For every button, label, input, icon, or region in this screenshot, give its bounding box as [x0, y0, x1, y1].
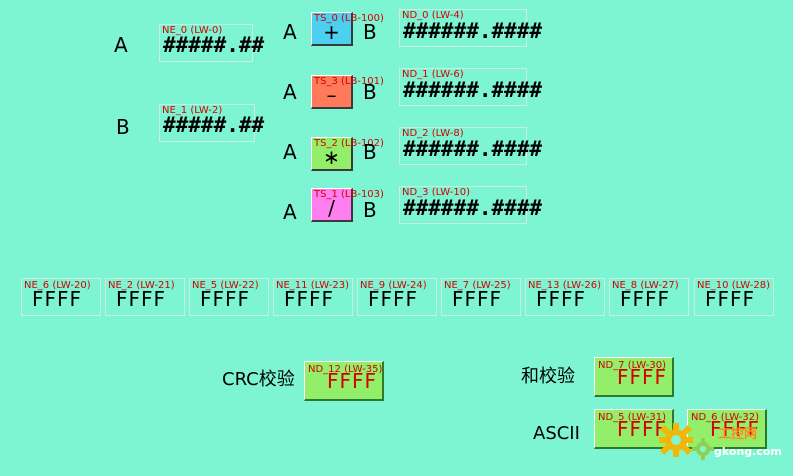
hex-input-5-value: FFFF: [452, 287, 503, 311]
hex-input-6-tag: NE_13 (LW-26): [528, 280, 601, 291]
hex-input-5[interactable]: NE_7 (LW-25) FFFF: [441, 278, 521, 316]
divide-toggle-tag: TS_1 (LB-103): [314, 189, 384, 200]
hex-input-1[interactable]: NE_2 (LW-21) FFFF: [105, 278, 185, 316]
subtract-result-value: ######.####: [403, 78, 543, 102]
hex-input-7[interactable]: NE_8 (LW-27) FFFF: [609, 278, 689, 316]
add-toggle-tag: TS_0 (LB-100): [314, 13, 384, 24]
gear-icon: [659, 423, 693, 457]
gear-small-icon: [691, 437, 715, 461]
op-sub-b-label: B: [363, 80, 377, 104]
ascii-display-2-value: FFFF: [710, 417, 761, 441]
input-a-label: A: [114, 33, 128, 57]
multiply-toggle-button[interactable]: TS_2 (LB-102) ∗: [311, 137, 384, 171]
input-a-value: #####.##: [163, 33, 265, 57]
ascii-label: ASCII: [533, 423, 580, 444]
hex-input-3-tag: NE_11 (LW-23): [276, 280, 349, 291]
op-add-b-label: B: [363, 20, 377, 44]
input-b-value: #####.##: [163, 113, 265, 137]
hex-input-1-tag: NE_2 (LW-21): [108, 280, 175, 291]
hex-input-1-value: FFFF: [116, 287, 167, 311]
ascii-display-2-tag: ND_6 (LW-32): [691, 412, 759, 423]
hex-input-8-tag: NE_10 (LW-28): [697, 280, 770, 291]
crc-check-label: CRC校验: [222, 369, 295, 390]
hex-input-7-value: FFFF: [620, 287, 671, 311]
multiply-symbol: ∗: [323, 145, 340, 169]
sum-check-tag: ND_7 (LW-30): [598, 360, 666, 371]
hex-input-8[interactable]: NE_10 (LW-28) FFFF: [694, 278, 774, 316]
hex-input-4[interactable]: NE_9 (LW-24) FFFF: [357, 278, 437, 316]
hex-input-0-tag: NE_6 (LW-20): [24, 280, 91, 291]
multiply-toggle-tag: TS_2 (LB-102): [314, 138, 384, 149]
add-symbol: +: [323, 20, 340, 44]
multiply-result-tag: ND_2 (LW-8): [402, 128, 464, 139]
add-result-display: ND_0 (LW-4) ######.####: [399, 9, 542, 47]
crc-check-value: FFFF: [327, 369, 378, 393]
input-b-tag: NE_1 (LW-2): [162, 105, 223, 116]
subtract-toggle-tag: TS_3 (LB-101): [314, 76, 384, 87]
input-a-field[interactable]: NE_0 (LW-0) #####.##: [159, 24, 264, 62]
hex-input-2[interactable]: NE_5 (LW-22) FFFF: [189, 278, 269, 316]
hex-input-4-tag: NE_9 (LW-24): [360, 280, 427, 291]
divide-symbol: /: [328, 196, 335, 220]
op-mul-b-label: B: [363, 140, 377, 164]
add-toggle-button[interactable]: TS_0 (LB-100) +: [311, 12, 384, 46]
hex-input-5-tag: NE_7 (LW-25): [444, 280, 511, 291]
multiply-result-display: ND_2 (LW-8) ######.####: [399, 127, 542, 165]
subtract-symbol: –: [326, 83, 337, 107]
subtract-result-tag: ND_1 (LW-6): [402, 69, 464, 80]
op-add-a-label: A: [283, 20, 297, 44]
sum-check-value: FFFF: [617, 365, 668, 389]
op-div-a-label: A: [283, 200, 297, 224]
hex-input-0[interactable]: NE_6 (LW-20) FFFF: [21, 278, 101, 316]
subtract-result-display: ND_1 (LW-6) ######.####: [399, 68, 542, 106]
hex-input-3-value: FFFF: [284, 287, 335, 311]
op-div-b-label: B: [363, 198, 377, 222]
hex-input-6[interactable]: NE_13 (LW-26) FFFF: [525, 278, 605, 316]
subtract-toggle-button[interactable]: TS_3 (LB-101) –: [311, 75, 384, 109]
ascii-display-1-value: FFFF: [617, 417, 668, 441]
input-b-field[interactable]: NE_1 (LW-2) #####.##: [159, 104, 264, 142]
hex-input-6-value: FFFF: [536, 287, 587, 311]
divide-result-display: ND_3 (LW-10) ######.####: [399, 186, 542, 224]
ascii-display-1-tag: ND_5 (LW-31): [598, 412, 666, 423]
add-result-tag: ND_0 (LW-4): [402, 10, 464, 21]
hex-input-3[interactable]: NE_11 (LW-23) FFFF: [273, 278, 353, 316]
divide-toggle-button[interactable]: TS_1 (LB-103) /: [311, 188, 384, 222]
op-mul-a-label: A: [283, 140, 297, 164]
multiply-result-value: ######.####: [403, 137, 543, 161]
hex-input-7-tag: NE_8 (LW-27): [612, 280, 679, 291]
hex-input-0-value: FFFF: [32, 287, 83, 311]
divide-result-tag: ND_3 (LW-10): [402, 187, 470, 198]
add-result-value: ######.####: [403, 19, 543, 43]
watermark-text: 工控网: [718, 427, 758, 442]
hex-input-4-value: FFFF: [368, 287, 419, 311]
hex-input-8-value: FFFF: [705, 287, 756, 311]
sum-check-display: ND_7 (LW-30) FFFF: [594, 357, 674, 397]
watermark-url: gkong.com: [714, 445, 782, 458]
input-a-tag: NE_0 (LW-0): [162, 25, 223, 36]
hex-input-2-tag: NE_5 (LW-22): [192, 280, 259, 291]
op-sub-a-label: A: [283, 80, 297, 104]
input-b-label: B: [116, 115, 130, 139]
divide-result-value: ######.####: [403, 196, 543, 220]
hex-input-2-value: FFFF: [200, 287, 251, 311]
crc-check-tag: ND_12 (LW-35): [308, 364, 383, 375]
sum-check-label: 和校验: [521, 366, 575, 387]
crc-check-display: ND_12 (LW-35) FFFF: [304, 361, 384, 401]
